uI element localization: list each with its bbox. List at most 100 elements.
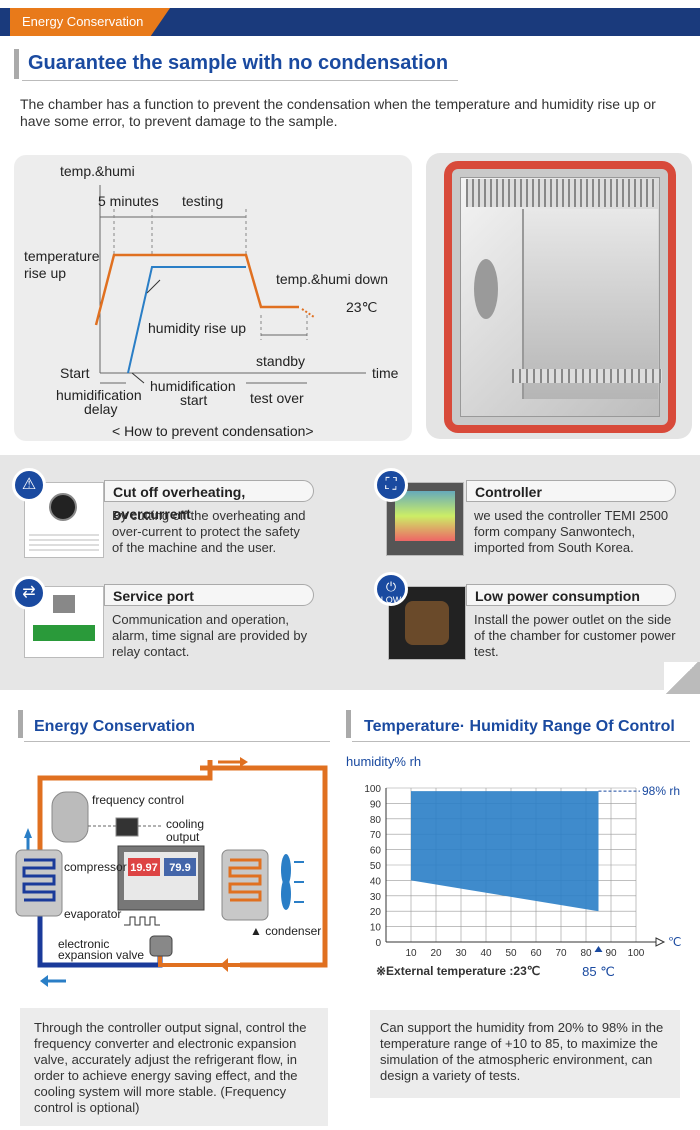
energy-description: Through the controller output signal, co…	[20, 1008, 328, 1126]
annotation-98: 98% rh	[642, 784, 680, 798]
label-time: time	[372, 365, 399, 381]
chart-footnote: ※External temperature :23℃	[376, 964, 541, 978]
condensation-diagram-panel: temp.&humi 5 minutes testing temperature…	[14, 155, 412, 441]
label-electronic: electronic	[58, 937, 110, 951]
label-test-over: test over	[250, 390, 304, 406]
controller-thumbnail	[386, 482, 464, 556]
warning-icon: ⚠	[12, 468, 46, 502]
leader-line	[146, 279, 161, 294]
y-tick-label: 20	[370, 907, 382, 918]
banner-tab: Energy Conservation	[10, 8, 170, 36]
label-humidity-rise: humidity rise up	[148, 320, 247, 336]
feature-text-overheating: By cutting off the overheating and over-…	[112, 508, 306, 555]
chart-ylabel: humidity% rh	[346, 754, 422, 769]
network-icon: ⇄	[12, 576, 46, 610]
y-tick-label: 60	[370, 846, 382, 857]
y-tick-label: 100	[364, 784, 381, 795]
fan-icon	[281, 854, 291, 886]
y-tick-label: 90	[370, 799, 382, 810]
evaporator-coil	[22, 858, 56, 902]
y-tick-label: 50	[370, 861, 382, 872]
screen-value-2: 79.9	[169, 862, 191, 874]
temperature-curve-tail	[301, 308, 315, 318]
pipe-hot	[200, 765, 328, 968]
screen-value-1: 19.97	[130, 862, 158, 874]
arrow-icon	[220, 958, 228, 972]
feature-title-service-port: Service port	[104, 584, 314, 606]
y-tick-label: 40	[370, 876, 382, 887]
y-tick-label: 80	[370, 815, 382, 826]
label-23c: 23℃	[346, 299, 378, 315]
pulse-signal	[124, 916, 160, 926]
label-expansion-valve: expansion valve	[58, 948, 145, 962]
y-tick-label: 30	[370, 892, 382, 903]
range-description: Can support the humidity from 20% to 98%…	[370, 1010, 680, 1098]
section1-intro: The chamber has a function to prevent th…	[20, 96, 656, 129]
temperature-curve	[94, 253, 299, 326]
controller-icon: ⛶	[374, 468, 408, 502]
label-start2: start	[180, 392, 208, 408]
heading-underline	[22, 80, 458, 81]
label-evaporator: evaporator	[64, 907, 122, 921]
x-tick-label: 20	[430, 948, 442, 959]
refrigeration-diagram	[15, 757, 328, 987]
label-output: output	[166, 830, 200, 844]
y-tick-label: 70	[370, 830, 382, 841]
label-humidification-start: humidification	[150, 378, 236, 394]
frequency-box	[115, 817, 139, 837]
heading-bar	[18, 710, 23, 738]
chamber-photo-panel	[426, 153, 692, 439]
condenser-coil	[228, 858, 262, 902]
feature-text-service-port: Communication and operation, alarm, time…	[112, 612, 308, 659]
leader-line	[131, 372, 145, 384]
label-testing: testing	[182, 193, 224, 209]
feature-title-overheating: Cut off overheating, overcurrent	[104, 480, 314, 522]
label-start: Start	[60, 365, 90, 381]
label-condenser: ▲ condenser	[250, 924, 322, 938]
chart-region-area	[411, 791, 599, 912]
x-tick-label: 10	[405, 948, 417, 959]
x-axis-unit-label: ℃	[668, 935, 681, 949]
feature-title-low-power: Low power consumption	[466, 584, 676, 606]
heading-bar	[346, 710, 351, 738]
x-tick-label: 30	[455, 948, 467, 959]
x-tick-label: 40	[480, 948, 492, 959]
diagram-caption: < How to prevent condensation>	[112, 423, 314, 439]
heading-underline	[24, 741, 330, 742]
label-compressor: compressor	[64, 860, 127, 874]
screen-panel	[128, 858, 160, 876]
x-tick-label: 80	[580, 948, 592, 959]
x-tick-label: 70	[555, 948, 567, 959]
x-tick-label: 50	[505, 948, 517, 959]
chamber-photo	[444, 161, 676, 433]
y-tick-label: 0	[375, 938, 381, 949]
label-delay: delay	[84, 401, 118, 417]
label-standby: standby	[256, 353, 306, 369]
arrow-icon	[24, 828, 32, 838]
humidity-curve	[127, 266, 246, 374]
feature-text-controller: we used the controller TEMI 2500 form co…	[474, 508, 669, 555]
fan-icon	[281, 878, 291, 910]
heading-bar	[14, 49, 19, 79]
annotation-85-marker-icon	[594, 946, 603, 952]
annotation-85: 85 ℃	[582, 964, 615, 979]
feature-title-controller: Controller	[466, 480, 676, 502]
label-rise-up: rise up	[24, 265, 67, 281]
diagram-ylabel: temp.&humi	[60, 163, 135, 179]
low-power-icon: ⏻LOW	[374, 572, 408, 606]
energy-title: Energy Conservation	[34, 718, 195, 735]
expansion-valve-shape	[149, 935, 173, 957]
label-temperature: temperature	[24, 248, 100, 264]
page-curl	[664, 662, 700, 694]
x-tick-label: 100	[628, 948, 645, 959]
label-cooling: cooling	[166, 817, 205, 831]
label-temp-humi-down: temp.&humi down	[276, 271, 389, 287]
low-power-icon-label: LOW	[380, 595, 402, 605]
range-title: Temperature· Humidity Range Of Control	[364, 718, 675, 735]
condensation-diagram	[94, 185, 366, 384]
label-5-minutes: 5 minutes	[98, 193, 159, 209]
feature-text-low-power: Install the power outlet on the side of …	[474, 612, 676, 659]
section1-title: Guarantee the sample with no condensatio…	[28, 52, 449, 74]
y-tick-label: 10	[370, 923, 382, 934]
